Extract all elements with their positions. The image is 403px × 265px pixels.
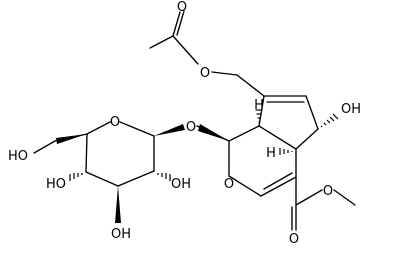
- atom-oh-cyclopentane: OH: [341, 102, 361, 117]
- bond-c3-c4-double: [263, 172, 293, 190]
- atom-oh-sugar-c2: OH: [171, 177, 191, 192]
- bond-lines: [33, 10, 356, 231]
- hash-g2-oh: [157, 173, 171, 181]
- atom-h-ring-fusion-top: H: [254, 98, 264, 113]
- bond-g5-g4: [85, 133, 88, 173]
- hash-g4-oh: [69, 173, 83, 181]
- atom-o-pyran-ring: O: [224, 177, 234, 192]
- bond-g4-g3: [85, 171, 119, 187]
- bond-acetyl-carbonyl-a: [172, 11, 181, 37]
- bond-ester-o-ch2: [211, 71, 238, 76]
- wedge-g1-glycosidic: [154, 124, 185, 136]
- atom-o-ester-methoxy: O: [323, 184, 333, 199]
- atom-o-sugar-ring: O: [110, 115, 120, 130]
- bond-acetyl-ester-o: [172, 35, 199, 65]
- atom-o-ester-carbonyl: O: [289, 232, 299, 247]
- bond-ring-o-g5: [86, 121, 111, 135]
- atom-o-glycosidic: O: [186, 120, 196, 135]
- atom-o-acetyl-ester: O: [200, 66, 210, 81]
- bond-g1-ring-o: [119, 121, 155, 137]
- atom-ho-sugar-c4: HO: [46, 177, 66, 192]
- bond-c3-c4: [260, 176, 297, 197]
- bond-c5-c4a: [295, 128, 319, 150]
- hash-c5-oh: [320, 113, 339, 128]
- bond-g3-g2: [117, 170, 155, 187]
- wedge-c1-glycosidic: [198, 124, 229, 141]
- hash-c4a-h: [279, 148, 293, 155]
- hash-c7a-h: [255, 109, 263, 123]
- bond-ester-c-o: [295, 189, 323, 206]
- atom-oh-sugar-c3: OH: [111, 227, 131, 242]
- atom-ho-hydroxymethyl: HO: [8, 149, 28, 164]
- atom-labels: O O OH H H O O O HO HO OH OH O O: [8, 0, 361, 247]
- bond-ch2-oh: [33, 140, 56, 154]
- bond-ester-o-methyl: [333, 189, 356, 206]
- wedge-g3-oh: [115, 186, 121, 223]
- wedge-g5-ch2: [56, 134, 87, 144]
- bond-c7a-c1: [228, 125, 260, 142]
- bond-c4a-c7a: [258, 125, 297, 150]
- bond-acetyl-methyl: [149, 35, 174, 49]
- bond-c7a-c7: [258, 95, 265, 127]
- atom-h-ring-fusion-bottom: H: [266, 146, 276, 161]
- atom-o-acetyl-carbonyl: O: [177, 0, 187, 15]
- bond-o2-c3: [228, 175, 262, 197]
- stereo-bonds: [56, 109, 339, 223]
- bond-ch2-c7: [236, 74, 265, 97]
- bond-acetyl-carbonyl-b: [176, 10, 185, 36]
- bond-c6-c5: [305, 95, 319, 130]
